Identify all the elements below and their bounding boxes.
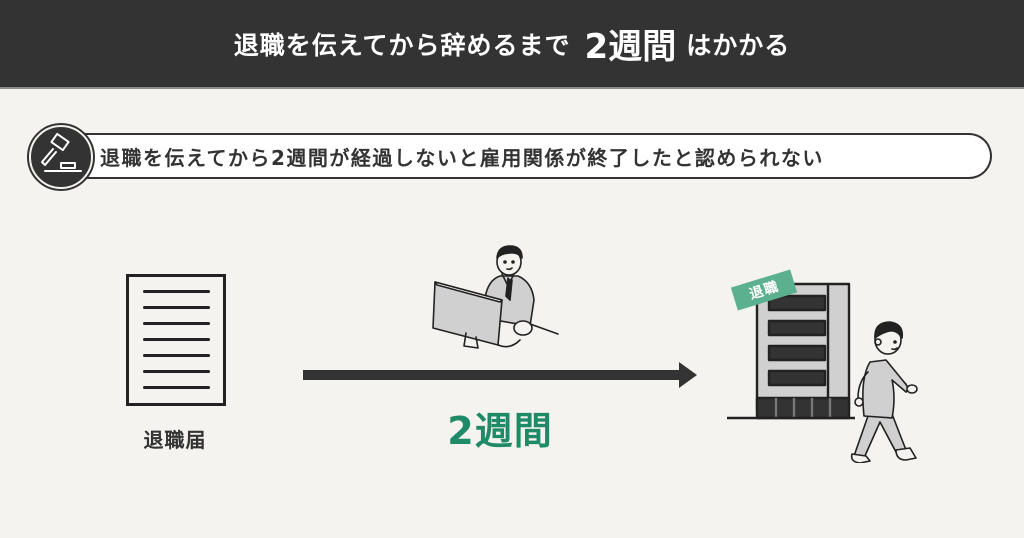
header-title-part1: 退職を伝えてから辞めるまで: [233, 30, 571, 60]
office-worker-illustration: [432, 245, 559, 349]
resignation-letter-label: 退職届: [143, 428, 207, 452]
walking-person-illustration: [850, 321, 918, 463]
building-illustration: [727, 282, 855, 420]
header-title-highlight: 2週間: [584, 27, 677, 67]
timeline-arrow: [303, 370, 683, 380]
arrow-head-icon: [679, 362, 697, 388]
banner-text: 退職を伝えてから2週間が経過しないと雇用関係が終了したと認められない: [100, 145, 824, 170]
duration-label: 2週間: [447, 409, 553, 453]
resignation-letter-icon: [126, 274, 226, 406]
gavel-icon: [27, 123, 95, 191]
header-title-part2: はかかる: [686, 30, 791, 60]
rule-banner: 退職を伝えてから2週間が経過しないと雇用関係が終了したと認められない: [68, 133, 992, 179]
page-header: 退職を伝えてから辞めるまで 2週間 はかかる: [0, 0, 1024, 89]
